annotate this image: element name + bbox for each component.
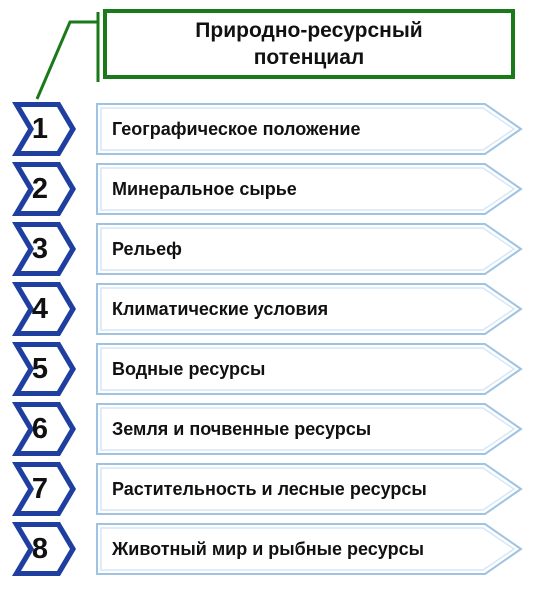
item-number: 6 [31,412,49,445]
chevron-badge [12,462,76,516]
arrow-box [96,283,523,335]
arrow-box [96,523,523,575]
arrow-box [96,223,523,275]
item-number: 1 [31,112,49,145]
chevron-badge [12,522,76,576]
arrow-box [96,343,523,395]
item-label: Водные ресурсы [112,358,266,379]
list-item: 2 Минеральное сырье [0,160,549,218]
chevron-badge [12,102,76,156]
list-item: 4 Климатические условия [0,280,549,338]
item-number: 8 [31,532,49,565]
item-label: Земля и почвенные ресурсы [112,418,372,439]
item-label: Растительность и лесные ресурсы [112,478,427,499]
chevron-badge [12,402,76,456]
list-item: 8 Животный мир и рыбные ресурсы [0,520,549,578]
list-item: 6 Земля и почвенные ресурсы [0,400,549,458]
arrow-box [96,163,523,215]
item-number: 7 [31,472,49,505]
item-number: 4 [31,292,49,325]
item-label: Животный мир и рыбные ресурсы [112,538,424,559]
list-item: 7 Растительность и лесные ресурсы [0,460,549,518]
list-item: 5 Водные ресурсы [0,340,549,398]
item-number: 2 [31,172,49,205]
chevron-badge [12,222,76,276]
chevron-badge [12,342,76,396]
chevron-badge [12,282,76,336]
item-label: Климатические условия [112,298,329,319]
item-number: 5 [31,352,49,385]
diagram-title: Природно-ресурсный потенциал [195,19,423,69]
list-item: 3 Рельеф [0,220,549,278]
title-box: Природно-ресурсный потенциал [103,9,515,79]
arrow-box [96,463,523,515]
item-label: Географическое положение [112,118,361,139]
list-item: 1 Географическое положение [0,100,549,158]
chevron-badge [12,162,76,216]
arrow-box [96,103,523,155]
item-label: Рельеф [112,238,182,259]
item-label: Минеральное сырье [112,178,297,199]
item-number: 3 [31,232,49,265]
arrow-box [96,403,523,455]
